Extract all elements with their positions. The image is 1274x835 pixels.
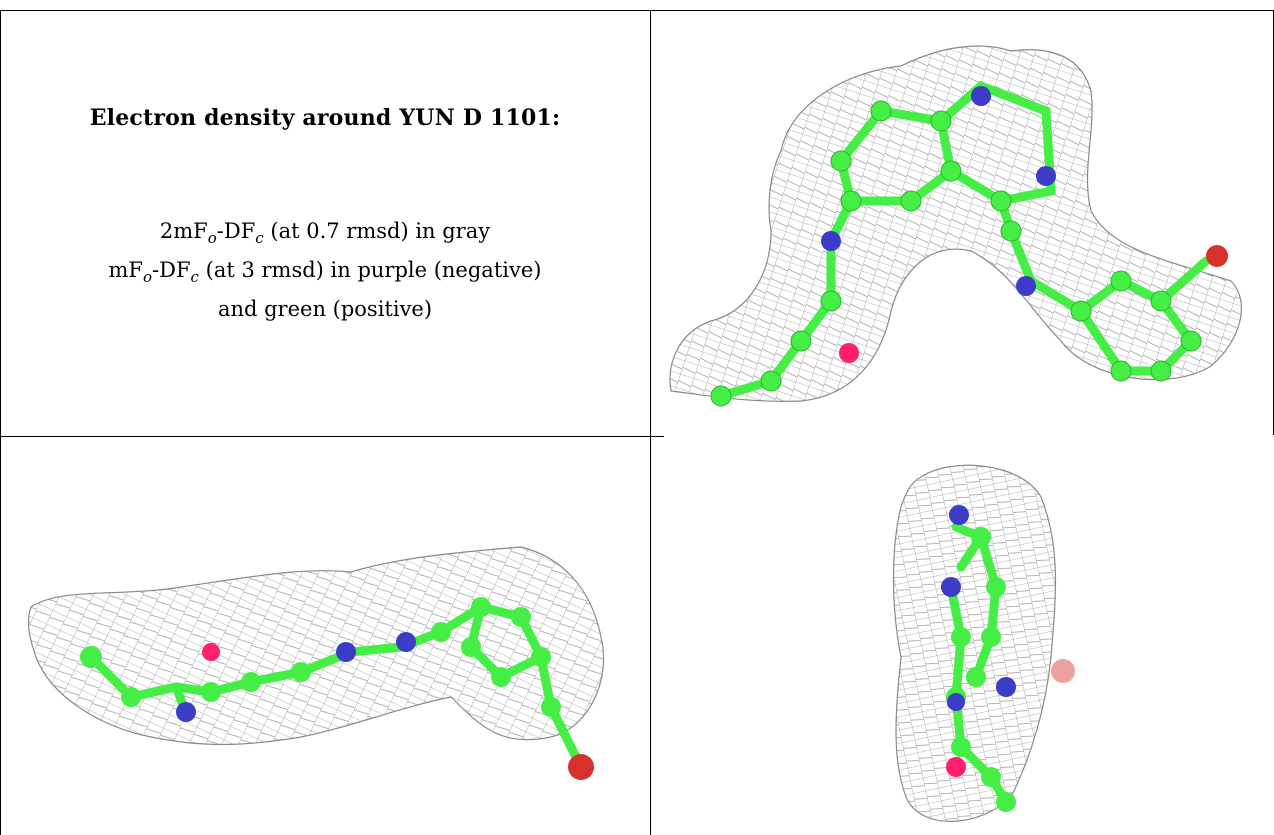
ligand-front — [710, 80, 1228, 407]
view-end — [651, 437, 1273, 835]
ligand-side — [80, 597, 594, 780]
density-mesh-end — [892, 464, 1057, 822]
nitrogen-atoms-side — [176, 632, 416, 722]
ligand-end — [941, 505, 1075, 812]
chlorine-atom — [1206, 245, 1228, 267]
nitrogen-atoms — [821, 86, 1056, 296]
caption-cell: Electron density around YUN D 1101: 2mFo… — [0, 10, 650, 436]
oxygen-atom-side — [202, 643, 220, 661]
center-divider — [650, 10, 651, 835]
view-side — [1, 437, 650, 835]
chlorine-atom-side — [568, 754, 594, 780]
left-border — [0, 10, 1, 835]
middle-divider-left — [0, 436, 636, 437]
legend-line-3: and green (positive) — [217, 297, 433, 322]
chlorine-atom-end — [1051, 659, 1075, 683]
density-legend: 2mFo-DFc (at 0.7 rmsd) in gray mFo-DFc (… — [0, 215, 650, 325]
carbon-atoms — [710, 100, 1202, 407]
carbon-atoms-end — [946, 527, 1016, 812]
density-mesh-front — [669, 45, 1242, 402]
legend-line-1: 2mFo-DFc (at 0.7 rmsd) in gray — [159, 219, 491, 248]
figure-title: Electron density around YUN D 1101: — [89, 105, 561, 131]
top-border — [0, 10, 1274, 11]
oxygen-atom-end — [946, 757, 966, 777]
middle-divider-right — [636, 436, 664, 437]
carbon-atoms-side — [80, 597, 561, 717]
nitrogen-atoms-end — [941, 505, 1016, 711]
oxygen-atom — [839, 343, 859, 363]
view-front — [651, 11, 1273, 436]
legend-line-2: mFo-DFc (at 3 rmsd) in purple (negative) — [108, 258, 542, 287]
density-mesh-side — [27, 546, 605, 746]
